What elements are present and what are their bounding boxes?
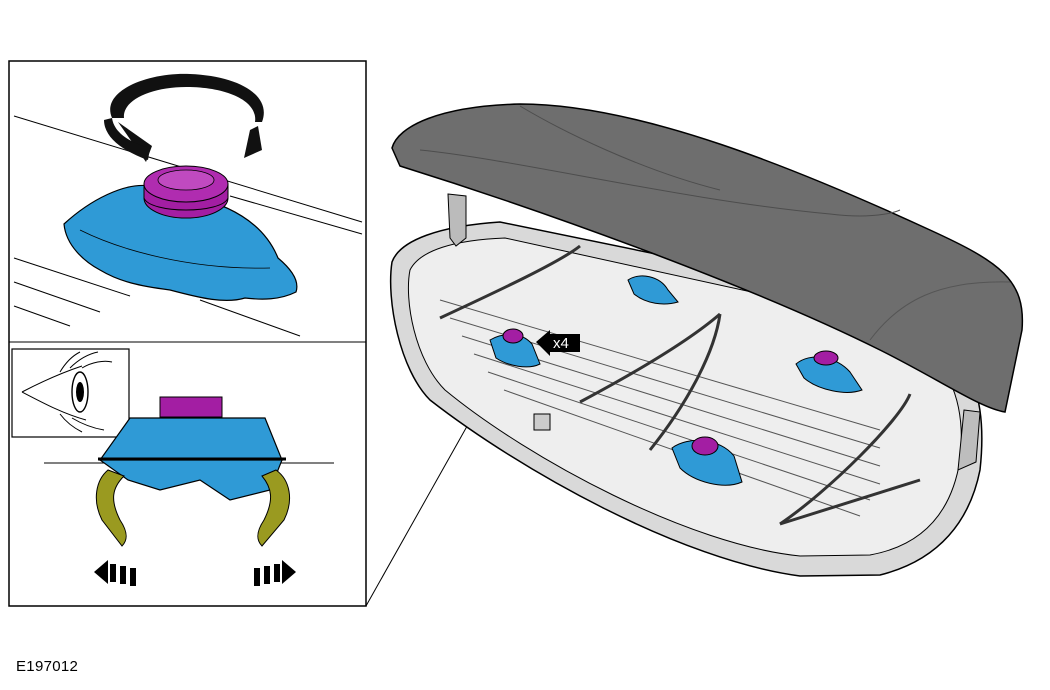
clamp-top-view xyxy=(63,165,298,301)
box-clamp xyxy=(795,350,863,393)
clamp-knob xyxy=(143,165,229,219)
roof-bar-lines xyxy=(13,115,363,337)
box-clamp xyxy=(489,328,541,368)
rotation-arrow-icon xyxy=(104,73,264,162)
eye-icon xyxy=(11,348,130,438)
box-handle xyxy=(533,413,551,431)
box-straps xyxy=(439,244,921,526)
outward-arrow-icon xyxy=(94,560,296,586)
figure-code: E197012 xyxy=(16,658,79,675)
box-clamp xyxy=(671,436,743,486)
detail-panel xyxy=(8,60,367,607)
roof-box xyxy=(389,103,1024,577)
quantity-label: x4 xyxy=(553,335,569,352)
clamp-side-view xyxy=(44,396,334,547)
quantity-callout: x4 xyxy=(536,330,580,356)
box-clamp xyxy=(627,275,679,305)
